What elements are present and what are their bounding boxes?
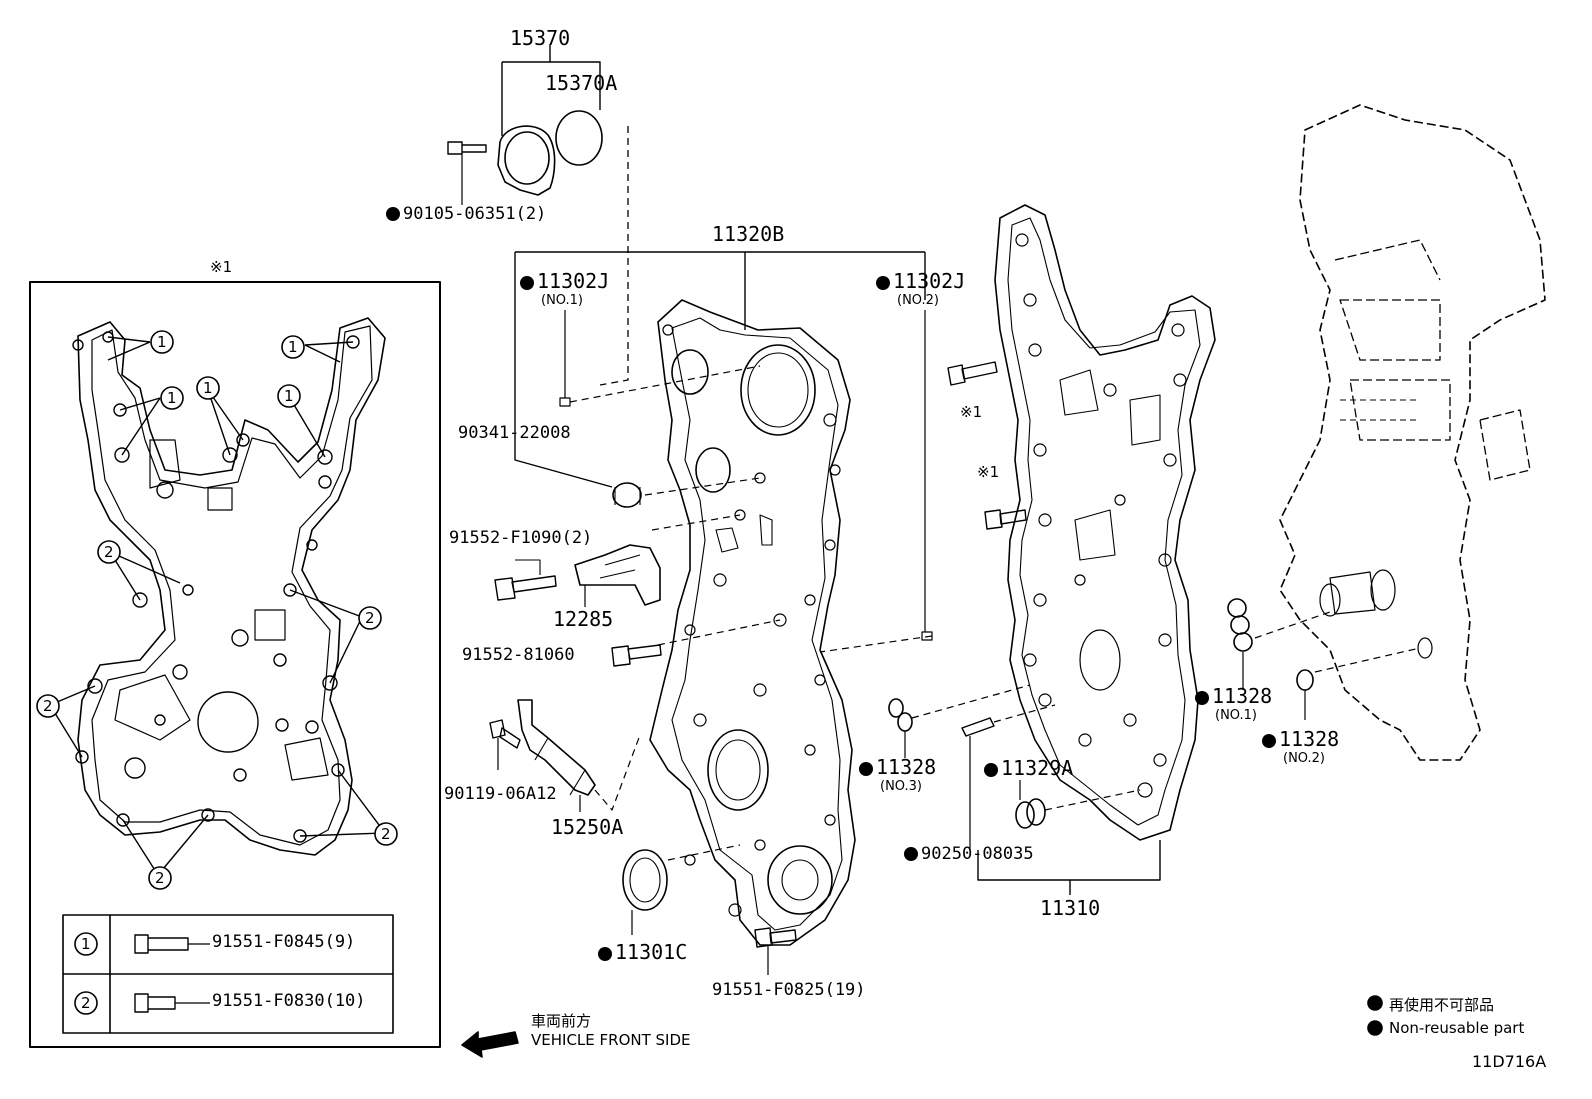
front-arrow [461,1031,519,1058]
part-15370A-oring [555,110,603,166]
label-11329A: 11329A [984,758,1073,778]
label-15370A: 15370A [545,71,618,95]
label-11328-no1: 11328 [1195,686,1272,706]
label-11302J-no2-sub: (NO.2) [897,293,939,308]
table-part-1: 91551-F0845(9) [212,932,356,952]
callout-1: 1 [288,338,298,356]
table-key-1: 1 [81,935,91,953]
engine-block [1279,104,1546,761]
part-15370-body [497,125,556,196]
label-12285: 12285 [553,607,614,631]
label-11328-no2: 11328 [1262,729,1339,749]
bracket-12285 [574,544,661,606]
plate-11310 [994,204,1216,841]
label-star1-b: ※1 [977,463,1000,481]
label-11301C: 11301C [598,942,687,962]
legend-jp: 再使用不可部品 [1389,996,1495,1014]
label-90105: 90105-06351(2) [386,206,546,223]
inset-holes [72,331,360,843]
label-91552-F1090: 91552-F1090(2) [449,528,593,548]
callout-1: 1 [157,333,167,351]
label-15250A: 15250A [551,815,624,839]
label-91552-81060: 91552-81060 [462,645,575,665]
label-11328-no3: 11328 [859,757,936,777]
legend-en: Non-reusable part [1389,1019,1525,1037]
seal-11301C [622,849,668,911]
callout-2: 2 [43,697,53,715]
label-11328-no2-sub: (NO.2) [1283,751,1325,766]
non-reusable-dot [386,207,400,221]
label-91551-F0825: 91551-F0825(19) [712,980,866,1000]
label-15370: 15370 [510,26,571,50]
table-key-2: 2 [81,994,91,1012]
label-11302J-no1: 11302J [520,271,609,291]
table-part-2: 91551-F0830(10) [212,991,366,1011]
label-90250: 90250-08035 [904,846,1034,863]
timing-cover-11320B [649,299,856,946]
ocv-15250A [517,699,596,796]
diagram-code: 11D716A [1472,1052,1547,1071]
direction-en: VEHICLE FRONT SIDE [531,1031,691,1049]
callout-1: 1 [284,387,294,405]
label-11328-no1-sub: (NO.1) [1215,708,1257,723]
callout-1: 1 [203,379,213,397]
label-90341: 90341-22008 [458,423,571,443]
label-11320B: 11320B [712,222,785,246]
callout-1: 1 [167,389,177,407]
label-11328-no3-sub: (NO.3) [880,779,922,794]
callout-2: 2 [381,825,391,843]
callout-2: 2 [155,869,165,887]
inset-frame [29,281,441,1048]
label-star1-a: ※1 [960,403,983,421]
direction-jp: 車両前方 [531,1012,592,1030]
label-11302J-no1-sub: (NO.1) [541,293,583,308]
inset-callout-circles [36,330,398,890]
label-11302J-no2: 11302J [876,271,965,291]
label-11310: 11310 [1040,896,1101,920]
callout-2: 2 [104,543,114,561]
inset-callout-leaders [49,336,386,876]
callout-2: 2 [365,609,375,627]
label-star1-inset: ※1 [210,258,233,276]
label-90119: 90119-06A12 [444,784,557,804]
